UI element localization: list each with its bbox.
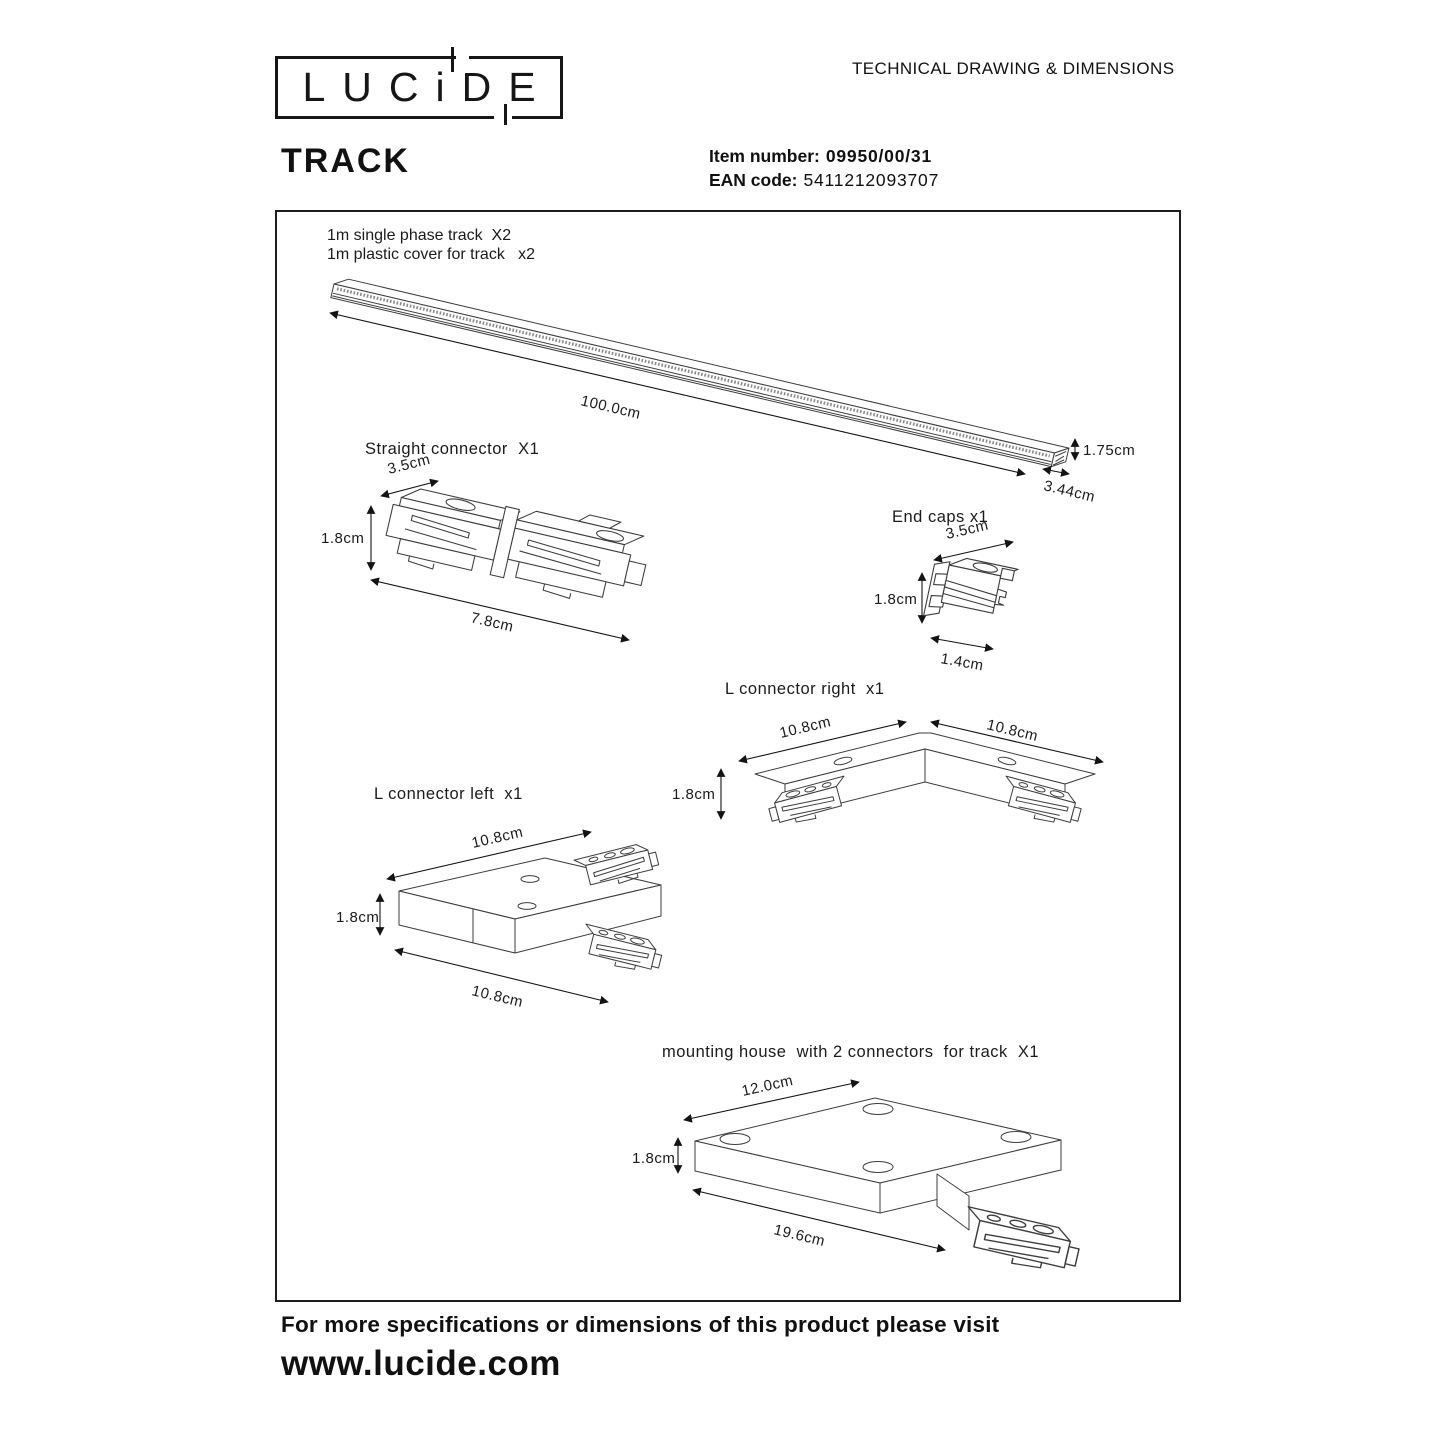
- dimension-line: [386, 829, 592, 882]
- dimension-line: [738, 719, 907, 764]
- logo-border-notch-bottom: [494, 115, 512, 121]
- footer-note: For more specifications or dimensions of…: [281, 1312, 1000, 1337]
- doc-title: TECHNICAL DRAWING & DIMENSIONS: [852, 59, 1175, 78]
- ean-label: EAN code:: [709, 170, 798, 190]
- end-caps-label: End caps x1: [892, 508, 988, 526]
- straight-connector-height-dim: 1.8cm: [321, 530, 364, 547]
- track-label-line2: 1m plastic cover for track x2: [327, 246, 535, 263]
- lucide-logo: LUCiDE: [275, 47, 563, 125]
- l-connector-right-drawing: [754, 732, 1096, 830]
- track-label-line1: 1m single phase track X2: [327, 227, 511, 244]
- straight-connector-length-dim: 7.8cm: [469, 609, 515, 635]
- dimension-line: [692, 1187, 946, 1253]
- ean-row: EAN code:5411212093707: [709, 168, 939, 192]
- dimension-line: [380, 478, 439, 499]
- dimension-line: [933, 539, 1014, 563]
- dimension-line: [370, 577, 630, 643]
- mounting-house-drawing: [694, 1097, 1084, 1278]
- figure-track: 1m single phase track X2 1m plastic cove…: [327, 227, 1135, 506]
- track-depth-dim: 3.44cm: [1042, 477, 1097, 505]
- figure-l-connector-left: L connector left x1 10.8cm 1.8cm 10.8cm: [336, 785, 666, 1011]
- l-connector-left-bottom-dim: 10.8cm: [470, 982, 525, 1011]
- end-caps-length-dim: 1.4cm: [939, 650, 985, 674]
- drawing-frame: 1m single phase track X2 1m plastic cove…: [275, 210, 1181, 1302]
- dimension-line: [1042, 466, 1070, 477]
- mounting-house-label: mounting house with 2 connectors for tra…: [662, 1043, 1039, 1061]
- item-number-value: 09950/00/31: [825, 146, 932, 166]
- logo-text: LUCiDE: [302, 64, 553, 110]
- l-connector-right-left-dim: 10.8cm: [778, 713, 833, 742]
- dimension-line: [683, 1079, 860, 1123]
- l-connector-left-label: L connector left x1: [374, 785, 523, 803]
- figure-l-connector-right: L connector right x1 10.8cm 10.8cm 1.8cm: [672, 680, 1104, 830]
- logo-c-tick: [451, 47, 454, 72]
- straight-connector-label: Straight connector X1: [365, 440, 539, 458]
- mounting-house-height-dim: 1.8cm: [632, 1150, 675, 1167]
- logo-border-notch-top: [456, 54, 469, 60]
- logo-i-stub: [504, 104, 507, 125]
- l-connector-left-height-dim: 1.8cm: [336, 909, 379, 926]
- mounting-house-bottom-dim: 19.6cm: [772, 1221, 827, 1250]
- product-meta: Item number:09950/00/31 EAN code:5411212…: [709, 144, 939, 192]
- dimension-line: [329, 310, 1026, 477]
- technical-drawing-canvas: 1m single phase track X2 1m plastic cove…: [321, 227, 1135, 1278]
- item-number-row: Item number:09950/00/31: [709, 144, 939, 168]
- dimension-line: [394, 947, 609, 1005]
- dimension-line: [930, 635, 994, 652]
- l-connector-right-height-dim: 1.8cm: [672, 786, 715, 803]
- product-name: TRACK: [281, 142, 410, 180]
- mounting-house-top-dim: 12.0cm: [740, 1072, 795, 1100]
- figure-straight-connector: Straight connector X1 3.5cm 1.8cm 7.8cm: [321, 440, 647, 643]
- ean-value: 5411212093707: [803, 170, 940, 190]
- l-connector-left-top-dim: 10.8cm: [470, 824, 525, 852]
- figure-mounting-house: mounting house with 2 connectors for tra…: [632, 1043, 1084, 1278]
- footer-url: www.lucide.com: [281, 1344, 561, 1383]
- l-connector-left-drawing: [398, 840, 666, 977]
- straight-connector-drawing: [385, 488, 647, 599]
- end-caps-drawing: [923, 557, 1019, 617]
- end-caps-height-dim: 1.8cm: [874, 591, 917, 608]
- figure-end-caps: End caps x1 3.5cm 1.8cm 1.4cm: [874, 508, 1019, 674]
- item-number-label: Item number:: [709, 146, 820, 166]
- track-length-dim: 100.0cm: [579, 392, 642, 422]
- dimension-line: [930, 719, 1104, 765]
- l-connector-right-label: L connector right x1: [725, 680, 884, 698]
- track-height-dim: 1.75cm: [1083, 442, 1135, 459]
